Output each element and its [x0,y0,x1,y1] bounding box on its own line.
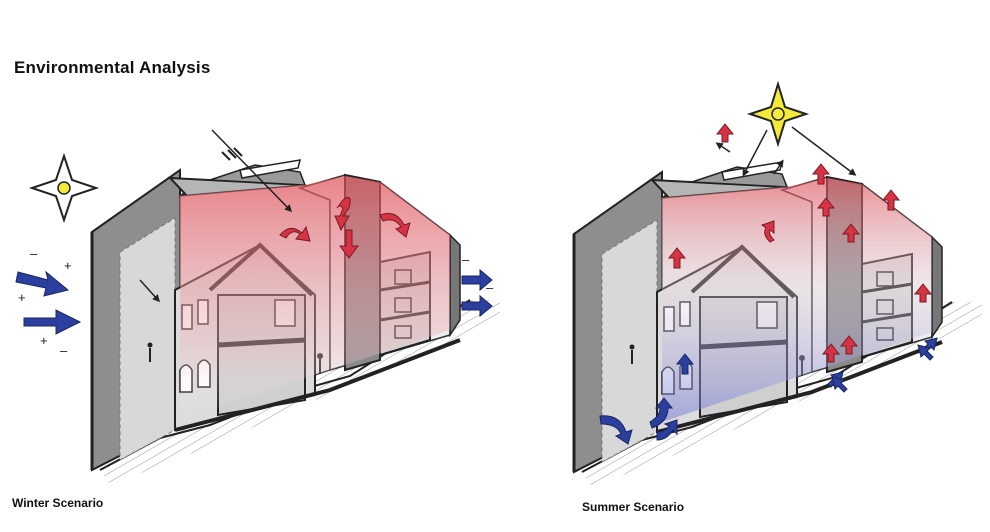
wind-arrow-icon [599,415,633,445]
wind-arrow-icon [831,376,848,393]
svg-text:–: – [30,246,38,261]
sun-icon [746,80,810,148]
svg-text:+: + [64,258,72,273]
summer-air-gradient [662,178,932,422]
wind-arrow-icon [675,353,695,375]
wind-arrow-icon [656,419,678,441]
wind-arrow-icon [23,309,82,335]
winter-wind-arrows [15,268,493,335]
heat-arrow-icon [811,163,831,185]
summer-caption: Summer Scenario [582,500,685,514]
heat-arrow-icon [816,197,836,217]
heat-arrow-icon [913,283,933,303]
wind-arrow-icon [15,270,70,297]
heat-arrow-icon [841,223,861,243]
heat-arrow-icon [760,220,775,243]
heat-arrow-icon [279,225,311,242]
svg-text:–: – [486,280,494,295]
heat-arrow-icon [839,335,859,355]
svg-text:–: – [462,252,470,267]
winter-heat-arrows [279,196,411,259]
summer-heat-arrows [667,123,933,363]
wind-arrow-icon [461,294,493,318]
heat-arrow-icon [334,196,351,232]
winter-caption: Winter Scenario [12,496,104,510]
heat-arrow-icon [821,343,841,363]
heat-arrow-icon [881,189,901,211]
sun-icon [28,152,100,224]
summer-diagram [574,80,982,487]
summer-cool-arrows [599,337,938,445]
svg-text:+: + [40,333,48,348]
wind-arrow-icon [461,268,493,292]
wind-arrow-icon [917,344,934,361]
winter-diagram: –+ ++ – –– [15,129,500,485]
heat-arrow-icon [379,212,411,238]
svg-text:+: + [18,290,26,305]
heat-arrow-icon [667,247,687,269]
page-title: Environmental Analysis [14,58,211,77]
wind-arrow-icon [649,397,674,429]
heat-arrow-icon [715,123,735,143]
heat-arrow-icon [339,229,359,259]
winter-warm-air [180,176,450,420]
svg-text:–: – [60,343,68,358]
